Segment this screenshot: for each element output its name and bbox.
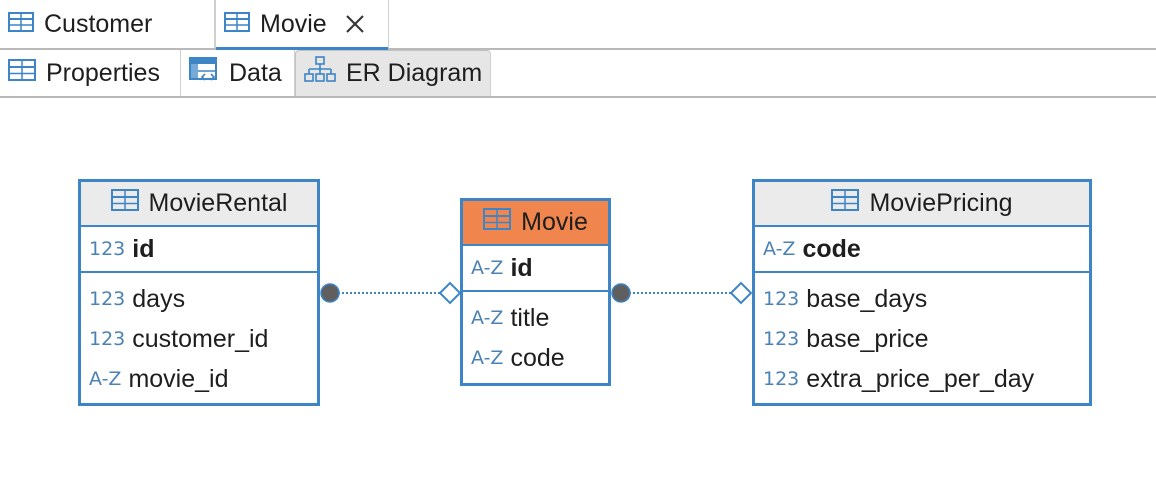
table-icon xyxy=(8,58,36,88)
tab-properties[interactable]: Properties xyxy=(0,50,181,96)
entity-header: Movie xyxy=(463,201,608,246)
primary-key-section: A-Z id xyxy=(463,246,608,292)
entity-name: MovieRental xyxy=(148,189,288,217)
editor-tab-bar: Customer Movie xyxy=(0,0,1156,50)
tab-label: Data xyxy=(229,58,282,87)
relationship-movierental-movie[interactable] xyxy=(320,281,462,305)
entity-moviepricing[interactable]: MoviePricing A-Z code 123 base_days 123 … xyxy=(752,179,1092,406)
column-name: extra_price_per_day xyxy=(806,364,1035,393)
attribute-row[interactable]: 123 base_price xyxy=(755,319,1089,359)
column-name: title xyxy=(510,303,550,332)
column-name: id xyxy=(510,253,533,282)
many-end-icon xyxy=(320,283,340,303)
type-label: A-Z xyxy=(471,257,504,279)
relationship-movie-moviepricing[interactable] xyxy=(611,281,753,305)
attribute-row[interactable]: 123 extra_price_per_day xyxy=(755,359,1089,399)
column-name: code xyxy=(802,234,861,263)
table-icon xyxy=(110,189,139,218)
entity-name: Movie xyxy=(521,208,588,236)
column-name: code xyxy=(510,343,565,372)
tab-er-diagram[interactable]: ER Diagram xyxy=(295,50,491,96)
primary-key-column[interactable]: A-Z code xyxy=(763,226,861,272)
entity-movie[interactable]: Movie A-Z id A-Z title A-Z code xyxy=(460,198,611,386)
primary-key-section: A-Z code xyxy=(755,227,1089,273)
attribute-list: 123 base_days 123 base_price 123 extra_p… xyxy=(755,273,1089,399)
table-icon xyxy=(483,208,512,237)
primary-key-column[interactable]: A-Z id xyxy=(471,245,533,291)
tab-customer[interactable]: Customer xyxy=(0,0,215,48)
one-end-icon xyxy=(729,281,753,305)
type-label: A-Z xyxy=(471,347,504,369)
view-tab-bar: Properties Data ER Diagram xyxy=(0,50,1156,98)
primary-key-column[interactable]: 123 id xyxy=(89,226,154,272)
type-label: 123 xyxy=(763,368,800,390)
column-name: customer_id xyxy=(132,324,269,353)
attribute-row[interactable]: A-Z code xyxy=(463,338,608,378)
many-end-icon xyxy=(611,283,631,303)
type-label: A-Z xyxy=(763,238,796,260)
tab-movie[interactable]: Movie xyxy=(215,0,389,50)
column-name: base_days xyxy=(806,284,928,313)
attribute-row[interactable]: A-Z movie_id xyxy=(81,359,317,399)
type-label: 123 xyxy=(89,238,126,260)
entity-name: MoviePricing xyxy=(869,189,1013,217)
type-label: 123 xyxy=(763,328,800,350)
tab-data[interactable]: Data xyxy=(181,50,295,96)
attribute-row[interactable]: A-Z title xyxy=(463,298,608,338)
entity-header: MovieRental xyxy=(81,182,317,227)
attribute-row[interactable]: 123 customer_id xyxy=(81,319,317,359)
primary-key-section: 123 id xyxy=(81,227,317,273)
attribute-list: 123 days 123 customer_id A-Z movie_id xyxy=(81,273,317,399)
entity-movierental[interactable]: MovieRental 123 id 123 days 123 customer… xyxy=(78,179,320,406)
column-name: days xyxy=(132,284,186,313)
entity-header: MoviePricing xyxy=(755,182,1089,227)
type-label: A-Z xyxy=(89,368,122,390)
column-name: id xyxy=(132,234,155,263)
type-label: 123 xyxy=(89,328,126,350)
tab-label: Properties xyxy=(46,58,160,87)
attribute-list: A-Z title A-Z code xyxy=(463,292,608,378)
table-icon xyxy=(224,10,250,39)
table-icon xyxy=(831,189,860,218)
type-label: A-Z xyxy=(471,307,504,329)
tab-label: ER Diagram xyxy=(346,59,483,87)
type-label: 123 xyxy=(89,288,126,310)
tab-label: Customer xyxy=(44,9,153,38)
attribute-row[interactable]: 123 base_days xyxy=(755,279,1089,319)
column-name: movie_id xyxy=(128,364,229,393)
close-icon[interactable] xyxy=(345,14,365,34)
attribute-row[interactable]: 123 days xyxy=(81,279,317,319)
er-diagram-icon xyxy=(304,56,336,91)
type-label: 123 xyxy=(763,288,800,310)
one-end-icon xyxy=(438,281,462,305)
table-icon xyxy=(8,10,34,39)
data-grid-icon xyxy=(189,56,219,90)
column-name: base_price xyxy=(806,324,929,353)
tab-label: Movie xyxy=(260,9,327,38)
